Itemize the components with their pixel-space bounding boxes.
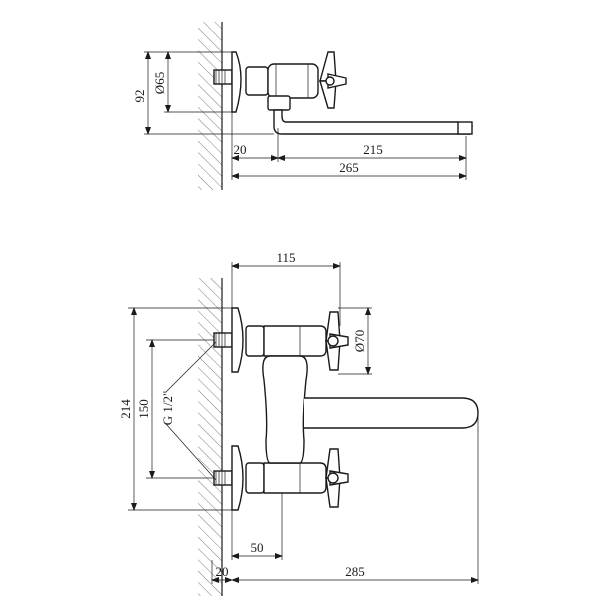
lower-flange xyxy=(231,445,244,511)
thread-leader-upper xyxy=(165,341,217,393)
dim-wall-offset-bottom-label: 20 xyxy=(216,564,229,579)
dim-total-height-label: 214 xyxy=(118,399,133,419)
front-view: 115 Ø70 214 150 G 1/2" 50 20 285 xyxy=(118,250,479,596)
flange xyxy=(231,51,242,113)
dim-eccentric-label: 50 xyxy=(251,540,264,555)
aerator xyxy=(457,121,473,135)
wall-hatch-bottom xyxy=(198,278,222,596)
side-view: 92 Ø65 20 215 265 xyxy=(132,22,473,190)
lower-cross-handle-icon xyxy=(325,448,349,508)
upper-cross-handle-icon xyxy=(325,311,349,371)
front-spout xyxy=(304,397,479,429)
lower-bonnet xyxy=(263,462,327,494)
cross-handle-icon xyxy=(319,51,347,109)
mixer-body xyxy=(262,355,308,464)
thread-leader-lower xyxy=(165,423,217,481)
dim-total-reach-bottom-label: 285 xyxy=(345,564,365,579)
dim-wall-offset-label: 20 xyxy=(234,142,247,157)
wall-hatch-top xyxy=(198,22,222,190)
dim-total-reach-label: 265 xyxy=(339,160,359,175)
valve-bonnet xyxy=(267,63,319,99)
lower-valve-body xyxy=(245,462,265,494)
spout xyxy=(273,109,473,135)
valve-body xyxy=(245,66,269,96)
dim-height-label: 92 xyxy=(132,90,147,103)
dim-spout-reach-label: 215 xyxy=(363,142,383,157)
upper-pipe-stub xyxy=(213,332,233,348)
lower-pipe-stub xyxy=(213,470,233,486)
pipe-stub xyxy=(213,69,233,85)
dim-handle-diameter-label: Ø70 xyxy=(352,330,367,352)
upper-bonnet xyxy=(263,325,327,357)
dim-thread-label: G 1/2" xyxy=(160,391,175,426)
upper-valve-body xyxy=(245,325,265,357)
dim-handle-span-label: 115 xyxy=(276,250,295,265)
upper-flange xyxy=(231,307,244,373)
swivel-collar xyxy=(267,95,291,111)
dim-flange-diameter-label: Ø65 xyxy=(152,72,167,94)
dim-center-distance-label: 150 xyxy=(136,399,151,419)
